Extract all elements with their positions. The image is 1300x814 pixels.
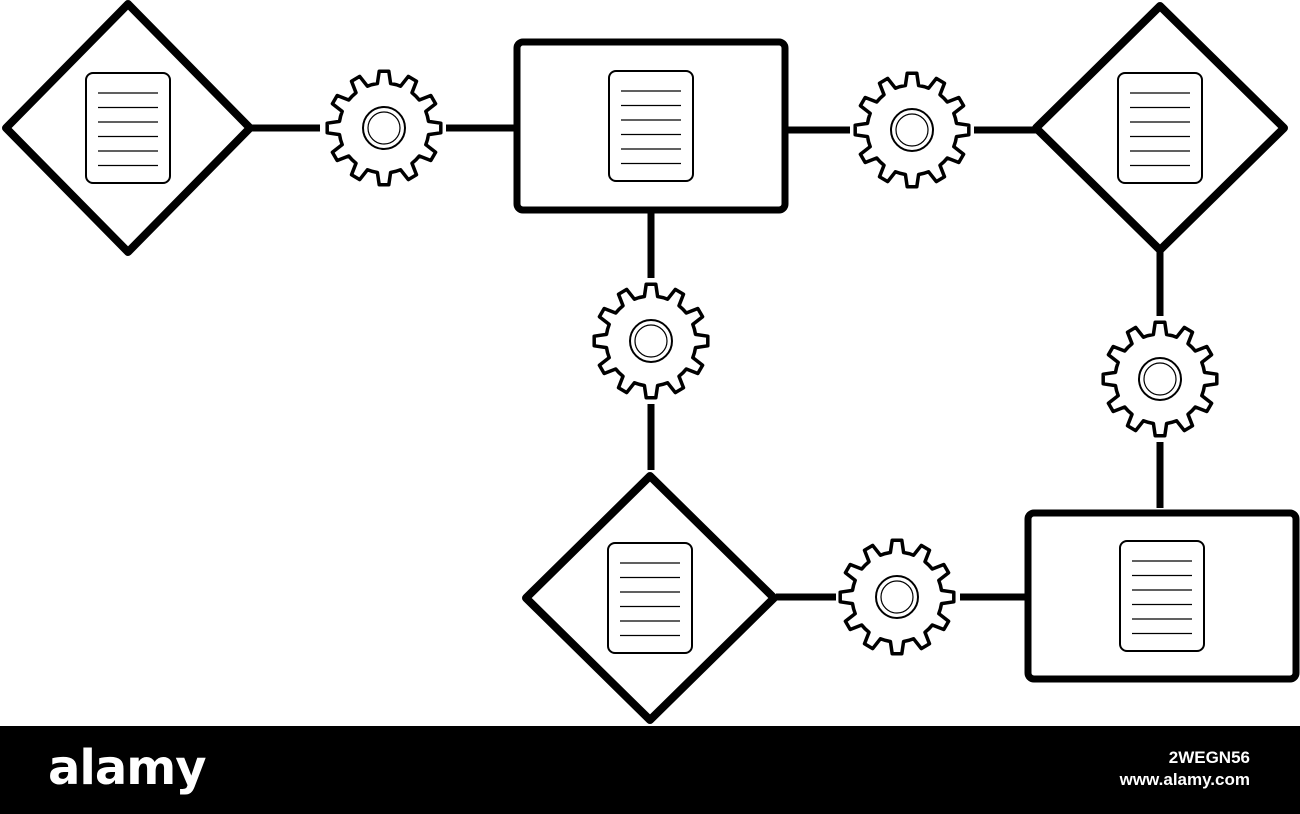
watermark-footer: alamy 2WEGN56 www.alamy.com — [0, 726, 1300, 814]
rectangle-node — [1024, 509, 1300, 683]
process-flow-diagram — [2, 0, 1300, 724]
diagram-nodes — [2, 0, 1300, 724]
connector-lines — [252, 124, 1164, 601]
image-id: 2WEGN56 — [1168, 748, 1250, 767]
diamond-node — [2, 0, 254, 256]
rectangle-node — [513, 38, 789, 214]
diamond-node — [522, 472, 778, 724]
diamond-node — [1032, 2, 1288, 254]
gear-icon — [592, 282, 710, 400]
watermark-url: www.alamy.com — [1119, 770, 1250, 789]
gear-icon — [1101, 320, 1219, 438]
document-icon — [1117, 72, 1203, 184]
document-icon — [85, 72, 171, 184]
gear-icons — [325, 69, 1219, 656]
gear-icon — [853, 71, 971, 189]
document-icon — [1119, 540, 1205, 652]
watermark-logo: alamy — [48, 740, 207, 796]
document-icon — [608, 70, 694, 182]
gear-icon — [325, 69, 443, 187]
gear-icon — [838, 538, 956, 656]
document-icon — [607, 542, 693, 654]
